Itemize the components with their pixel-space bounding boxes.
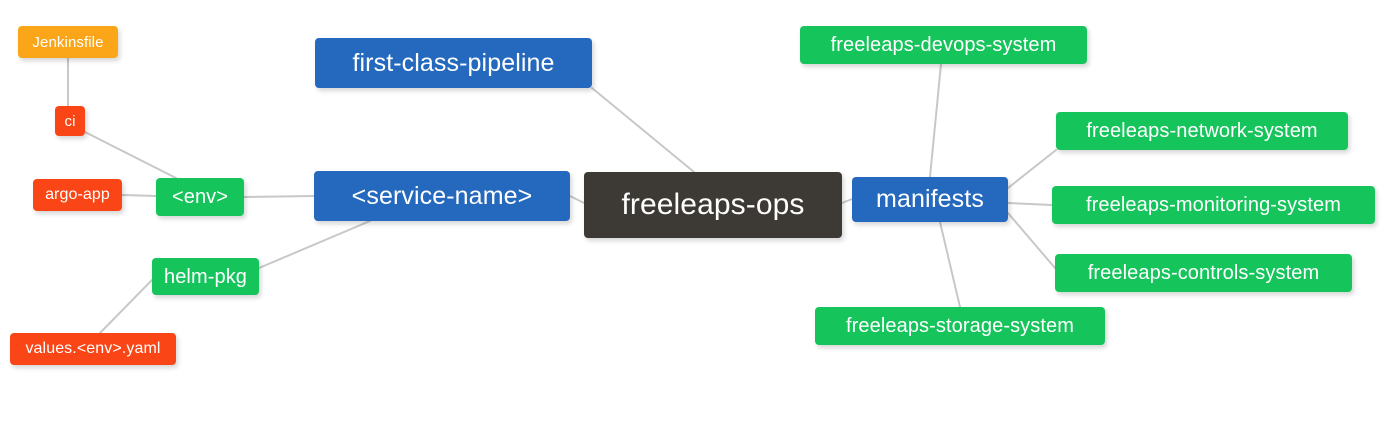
edge-root-manifests: [841, 198, 853, 204]
edge-manifests-storage: [939, 221, 961, 308]
node-monitoring[interactable]: freeleaps-monitoring-system: [1052, 186, 1375, 224]
node-argoapp[interactable]: argo-app: [33, 179, 122, 211]
edge-service-env: [243, 195, 315, 198]
node-jenkinsfile[interactable]: Jenkinsfile: [18, 26, 118, 58]
node-service[interactable]: <service-name>: [314, 171, 570, 221]
node-controls[interactable]: freeleaps-controls-system: [1055, 254, 1352, 292]
edge-root-service: [569, 195, 585, 204]
edge-env-argoapp: [121, 194, 157, 197]
edge-manifests-monitoring: [1007, 202, 1053, 206]
edge-helmpkg-valuesyaml: [99, 279, 153, 334]
node-pipeline[interactable]: first-class-pipeline: [315, 38, 592, 88]
edge-root-pipeline: [591, 87, 695, 173]
node-network[interactable]: freeleaps-network-system: [1056, 112, 1348, 150]
edge-service-helmpkg: [258, 220, 371, 269]
edge-manifests-controls: [1007, 212, 1056, 269]
edge-manifests-network: [1007, 149, 1057, 189]
edge-manifests-devops: [929, 63, 942, 178]
node-manifests[interactable]: manifests: [852, 177, 1008, 222]
node-devops[interactable]: freeleaps-devops-system: [800, 26, 1087, 64]
node-storage[interactable]: freeleaps-storage-system: [815, 307, 1105, 345]
node-root[interactable]: freeleaps-ops: [584, 172, 842, 238]
edge-env-ci: [84, 131, 177, 179]
node-env[interactable]: <env>: [156, 178, 244, 216]
node-helmpkg[interactable]: helm-pkg: [152, 258, 259, 295]
node-valuesyaml[interactable]: values.<env>.yaml: [10, 333, 176, 365]
node-ci[interactable]: ci: [55, 106, 85, 136]
